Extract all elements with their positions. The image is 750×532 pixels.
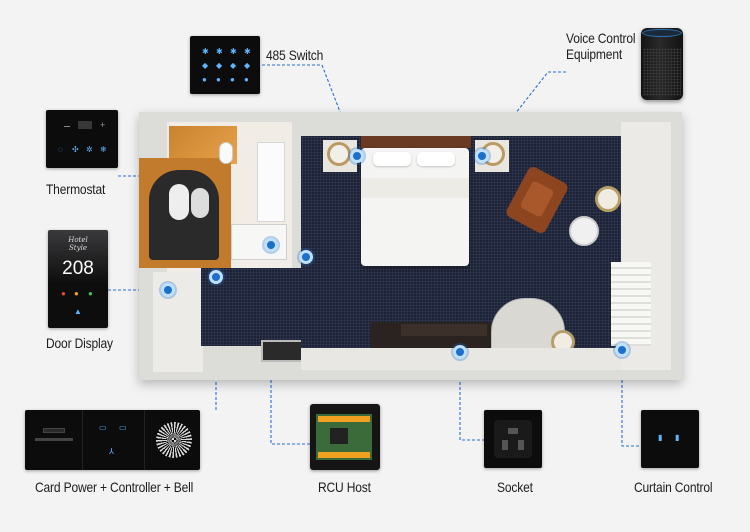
line-curtain — [621, 350, 641, 447]
room-floor-plan — [139, 112, 682, 380]
accessibility-icon: ⅄ — [109, 447, 114, 456]
device-485-switch: ✱ ✱ ✱ ✱ ◆ ◆ ◆ ◆ ● ● ● ● — [190, 36, 260, 94]
rcu-chip — [330, 428, 348, 444]
thermostat-plus: + — [100, 120, 106, 130]
light-icon: ✱ — [202, 47, 209, 56]
label-thermostat: Thermostat — [46, 181, 106, 197]
power-icon: ● — [202, 75, 207, 84]
rcu-terminals-top — [318, 416, 370, 422]
lamp-left — [327, 142, 351, 166]
power-icon: ● — [244, 75, 249, 84]
label-card-power: Card Power + Controller + Bell — [35, 479, 194, 495]
snow-icon: ❄ — [100, 145, 107, 154]
bed-throw — [361, 178, 469, 198]
sink-counter — [257, 142, 285, 222]
thermostat-digits — [78, 121, 92, 129]
speaker-grille — [643, 48, 681, 96]
scene-icon: ◆ — [230, 61, 237, 70]
bath-fixture-left — [169, 184, 189, 220]
label-voice-line2: Equipment — [566, 46, 623, 62]
card-slot-panel — [25, 410, 83, 470]
toilet — [219, 142, 233, 164]
device-thermostat: + ◌ ✣ ✲ ❄ — [46, 110, 118, 168]
scene-icon: ◆ — [216, 61, 223, 70]
point-thermostat[interactable] — [299, 250, 313, 264]
line-voice-control — [481, 71, 566, 157]
curtain-close-icon: ▮ — [675, 433, 680, 442]
pillow-left — [373, 152, 411, 166]
service-icon: ▭ — [119, 423, 127, 432]
label-485-switch: 485 Switch — [266, 47, 324, 63]
thermostat-dash — [64, 126, 70, 127]
entry-carpet — [201, 268, 301, 346]
mode-icon: ✲ — [86, 145, 93, 154]
label-socket: Socket — [497, 479, 533, 495]
device-curtain-control: ▮ ▮ — [641, 410, 699, 468]
side-table — [569, 216, 599, 246]
clean-icon: ● — [88, 289, 93, 298]
bath-door — [231, 224, 287, 260]
label-voice-line1: Voice Control — [566, 30, 636, 46]
socket-hole — [518, 440, 524, 450]
light-icon: ✱ — [230, 47, 237, 56]
point-485-switch[interactable] — [350, 149, 364, 163]
bed — [361, 148, 469, 266]
speaker-ring — [642, 29, 682, 37]
line-socket — [459, 352, 484, 441]
device-voice-speaker — [641, 28, 683, 100]
headboard — [361, 136, 471, 148]
point-card-power[interactable] — [209, 270, 223, 284]
entry-mat — [261, 340, 303, 362]
line-485-switch — [262, 64, 358, 157]
socket-hole — [502, 440, 508, 450]
doorbell-icon: ▲ — [74, 307, 82, 316]
rcu-terminals-bottom — [318, 452, 370, 458]
bell-icon: ● — [74, 289, 79, 298]
socket-face — [494, 420, 532, 458]
bell-panel — [147, 410, 200, 470]
floor-lamp — [595, 186, 621, 212]
curtain — [611, 262, 651, 346]
bath-fixture-right — [191, 188, 209, 218]
bottom-wall — [301, 348, 621, 370]
point-socket[interactable] — [453, 345, 467, 359]
point-rcu-host[interactable] — [264, 238, 278, 252]
pillow-right — [417, 152, 455, 166]
fan-icon: ✣ — [72, 145, 79, 154]
dnd-icon: ● — [61, 289, 66, 298]
point-voice-control[interactable] — [475, 149, 489, 163]
power-icon: ● — [216, 75, 221, 84]
scene-icon: ◆ — [244, 61, 251, 70]
card-slot-text — [35, 438, 73, 441]
socket-hole — [508, 428, 518, 434]
bell-speaker-icon — [156, 422, 192, 458]
desk-top — [401, 324, 487, 336]
door-room-number: 208 — [62, 258, 94, 279]
device-card-power: ▭ ▭ ⅄ — [25, 410, 200, 470]
light-icon: ✱ — [244, 47, 251, 56]
point-curtain[interactable] — [615, 343, 629, 357]
point-door-display[interactable] — [161, 283, 175, 297]
card-slot — [43, 428, 65, 433]
device-socket — [484, 410, 542, 468]
label-curtain-control: Curtain Control — [634, 479, 713, 495]
controller-panel: ▭ ▭ ⅄ — [85, 410, 145, 470]
dnd-icon: ▭ — [99, 423, 107, 432]
light-icon: ✱ — [216, 47, 223, 56]
label-rcu-host: RCU Host — [318, 479, 371, 495]
rcu-board — [316, 414, 372, 460]
power-icon: ● — [230, 75, 235, 84]
device-rcu-host — [310, 404, 380, 470]
scene-icon: ◆ — [202, 61, 209, 70]
power-icon: ◌ — [58, 145, 63, 154]
label-voice-control: Voice Control Equipment — [566, 30, 636, 62]
label-door-display: Door Display — [46, 335, 113, 351]
curtain-open-icon: ▮ — [658, 433, 663, 442]
